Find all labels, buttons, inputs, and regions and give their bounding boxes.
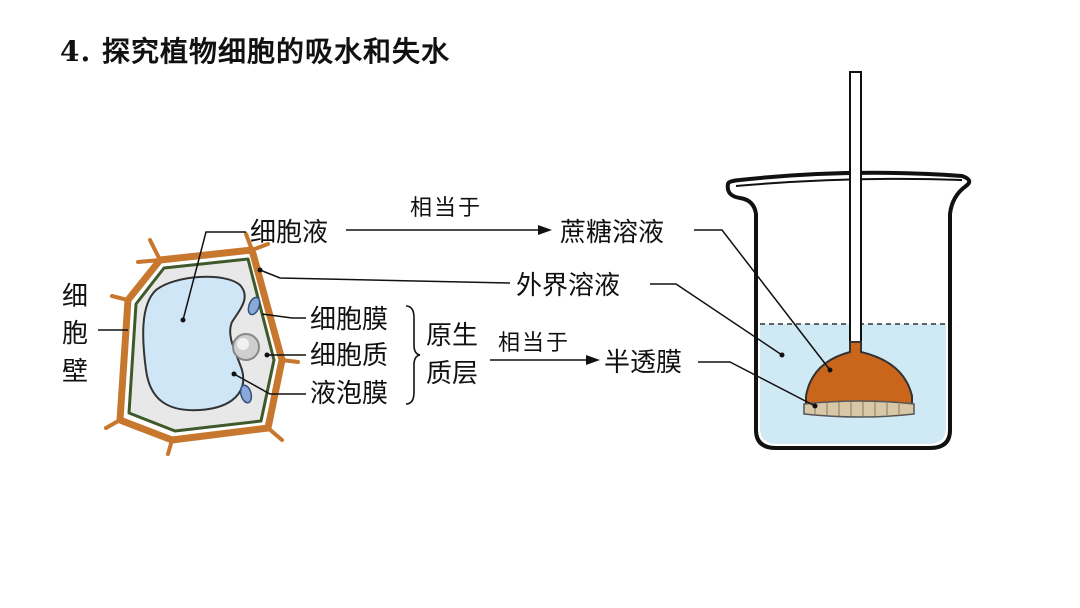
glass-tube	[849, 71, 862, 349]
equivalent-to-label-2: 相当于	[498, 331, 570, 356]
beaker-leader-lines	[650, 229, 831, 407]
semipermeable-membrane-band	[803, 400, 915, 418]
brace	[405, 305, 421, 405]
cell-membrane-label: 细胞膜	[310, 305, 388, 335]
page-title: 4. 探究植物细胞的吸水和失水	[60, 35, 450, 68]
vacuole-membrane-label: 液泡膜	[310, 379, 388, 409]
semipermeable-membrane-label: 半透膜	[604, 348, 682, 378]
text-labels: 细 胞 壁 细胞液 相当于 蔗糖溶液 外界溶液 细胞膜 细胞质 液泡膜 原生 质…	[62, 196, 682, 409]
cell-wall-extensions	[104, 232, 300, 456]
beaker-glass	[725, 170, 972, 450]
vacuole	[142, 275, 246, 412]
cell-wall-label-2: 胞	[62, 319, 88, 349]
arrow-cell-sap-to-sucrose	[346, 225, 552, 235]
protoplast-label-2: 质层	[426, 359, 478, 389]
arrow-protoplast-to-membrane	[490, 355, 600, 365]
cell-wall-label-3: 壁	[62, 357, 88, 387]
chloroplast-icon	[247, 296, 261, 316]
cell-sap-label: 细胞液	[250, 218, 328, 248]
sucrose-solution-label: 蔗糖溶液	[560, 218, 664, 248]
cell-leader-lines	[98, 231, 511, 395]
cytoplasm-label: 细胞质	[310, 341, 388, 371]
equivalent-to-label-1: 相当于	[410, 196, 482, 221]
cell-wall-label-1: 细	[62, 282, 88, 312]
chloroplast-icon	[239, 384, 253, 404]
plant-cell	[104, 232, 300, 456]
external-solution-label: 外界溶液	[516, 271, 620, 301]
beaker	[725, 71, 972, 450]
protoplast-label-1: 原生	[426, 321, 478, 351]
